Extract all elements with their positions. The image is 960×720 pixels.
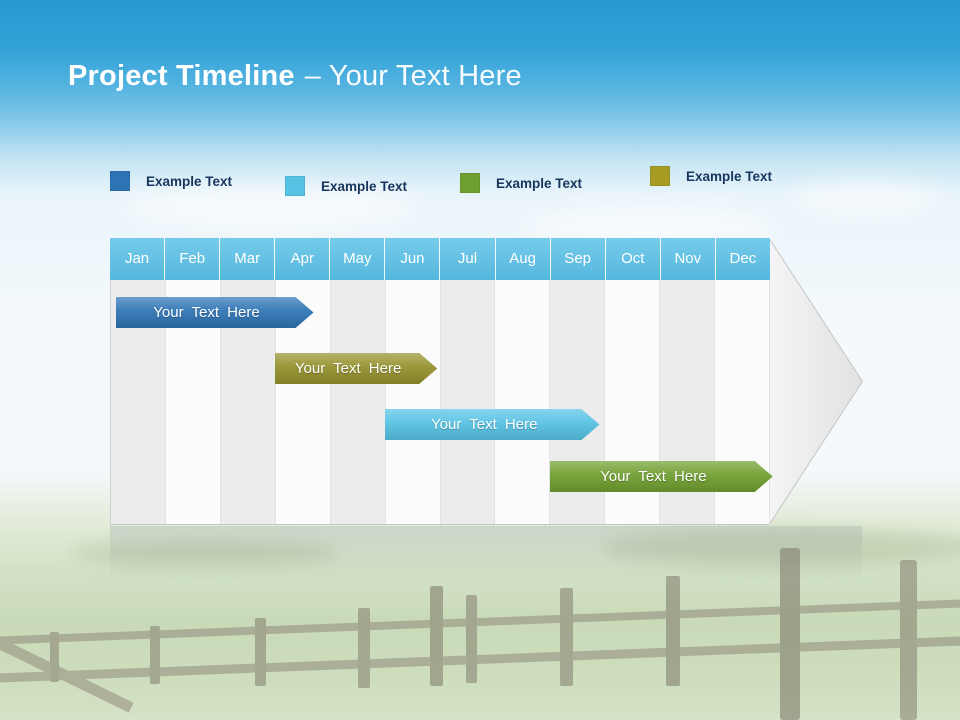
legend-item: Example Text [650,166,772,186]
bar-label: Your Text Here [294,360,402,377]
bar-label: Your Text Here [431,416,538,433]
legend-item: Example Text [110,171,232,191]
title-suffix: – Your Text Here [304,60,522,92]
month-header-jan: Jan [110,238,166,280]
legend-label: Example Text [146,173,233,189]
timeline-bar: Your Text Here [275,353,437,384]
month-header-jul: Jul [440,238,496,280]
month-header-oct: Oct [605,238,661,280]
month-header-feb: Feb [165,238,221,280]
legend-item: Example Text [285,176,407,196]
timeline-bar: Your Text Here [550,461,773,492]
month-header-jun: Jun [385,238,441,280]
cloud-decoration [120,185,420,231]
fence-graphic [0,548,960,720]
treeline-decoration [70,540,340,566]
month-header-nov: Nov [660,238,716,280]
legend-color-swatch [285,176,305,196]
timeline-bar: Your Text Here [385,409,600,440]
legend-item: Example Text [460,173,582,193]
timeline-bar: Your Text Here [116,297,314,328]
bar-label: Your Text Here [153,304,260,321]
legend-label: Example Text [686,168,773,184]
legend-label: Example Text [496,175,583,191]
month-header-sep: Sep [550,238,606,280]
month-header-apr: Apr [275,238,331,280]
bar-label: Your Text Here [600,468,707,485]
table-reflection [110,526,862,584]
legend-color-swatch [650,166,670,186]
cloud-decoration [790,182,940,216]
legend-color-swatch [460,173,480,193]
month-header-may: May [330,238,386,280]
month-header-mar: Mar [220,238,276,280]
grid-column [440,280,496,524]
cloud-decoration [520,205,780,243]
slide-title: Project Timeline – Your Text Here [68,60,522,93]
grid-column [385,280,441,524]
grid-column [330,280,386,524]
legend-color-swatch [110,171,130,191]
legend-label: Example Text [321,178,408,194]
month-header-dec: Dec [715,238,770,280]
title-main: Project Timeline [68,60,295,92]
grid-column [495,280,551,524]
month-header-aug: Aug [495,238,551,280]
